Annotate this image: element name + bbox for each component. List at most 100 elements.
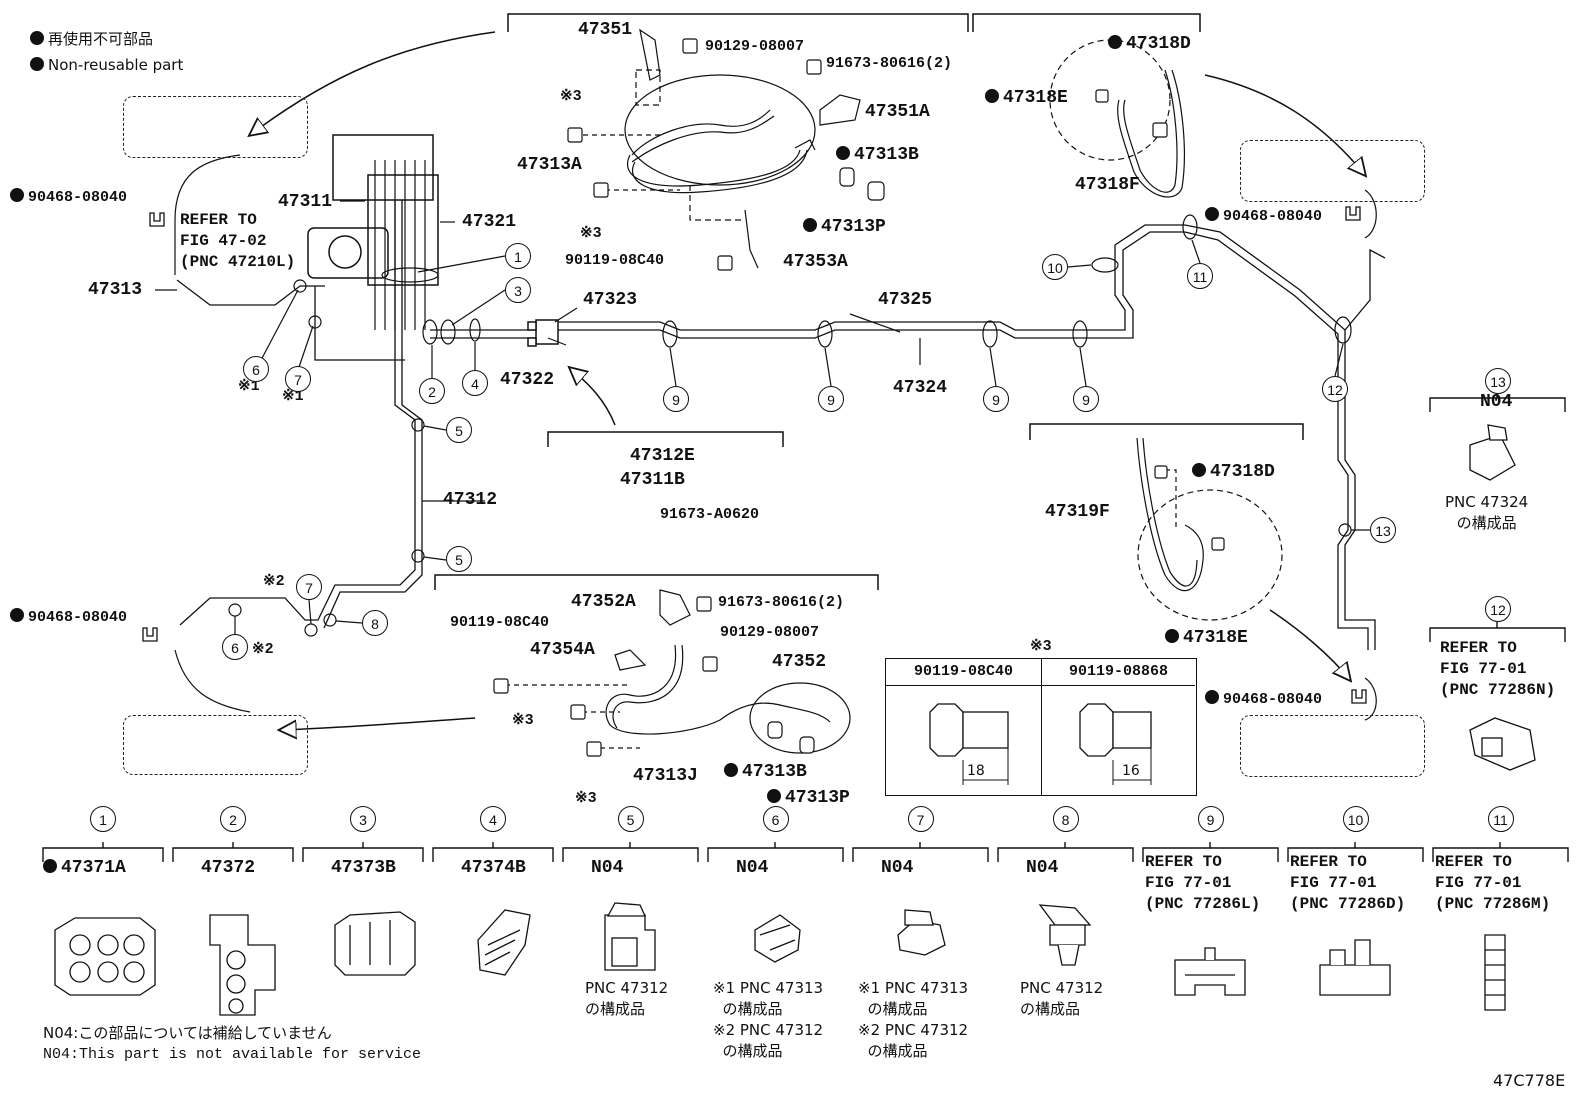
- callout-13[interactable]: 13: [1370, 517, 1396, 543]
- panel-12-ref[interactable]: REFER TO FIG 77-01 (PNC 77286N): [1440, 639, 1556, 699]
- mark-2-a: ※2: [263, 573, 285, 590]
- bottom-panel-title-10[interactable]: REFER TO FIG 77-01 (PNC 77286D): [1290, 852, 1405, 915]
- part-47312E[interactable]: 47312E: [630, 446, 695, 466]
- callout-9a[interactable]: 9: [663, 386, 689, 412]
- bottom-panel-title-1: 47371A: [43, 858, 126, 878]
- callout-6a[interactable]: 6: [243, 356, 269, 382]
- nonreusable-dot-icon: [985, 89, 999, 103]
- callout-11[interactable]: 11: [1187, 263, 1213, 289]
- bottom-panel-title-11[interactable]: REFER TO FIG 77-01 (PNC 77286M): [1435, 852, 1550, 915]
- part-47318F[interactable]: 47318F: [1075, 175, 1140, 195]
- bolt-col1-length: 18: [967, 763, 985, 779]
- nonreusable-dot-icon: [30, 57, 44, 71]
- part-47319F[interactable]: 47319F: [1045, 502, 1110, 522]
- nonreusable-dot-icon: [1205, 690, 1219, 704]
- part-47313B-bot[interactable]: 47313B: [724, 762, 807, 782]
- part-91673-A0620[interactable]: 91673-A0620: [660, 506, 760, 523]
- refer-fig-47-02[interactable]: REFER TO FIG 47-02 (PNC 47210L): [180, 211, 296, 271]
- part-90119-08C40-bot[interactable]: 90119-08C40: [450, 614, 550, 631]
- part-90119-08C40-top[interactable]: 90119-08C40: [565, 252, 665, 269]
- part-47325[interactable]: 47325: [878, 290, 933, 310]
- ref-box-top-left: [123, 96, 308, 158]
- bottom-panel-title-text-9: REFER TO FIG 77-01 (PNC 77286L): [1145, 853, 1261, 913]
- callout-9c[interactable]: 9: [983, 386, 1009, 412]
- bolt-col1-header-text: 90119-08C40: [913, 663, 1014, 680]
- part-47352A[interactable]: 47352A: [571, 592, 636, 612]
- part-47352[interactable]: 47352: [772, 652, 827, 672]
- bottom-panel-title-5: N04: [591, 858, 623, 878]
- part-47313J[interactable]: 47313J: [633, 766, 698, 786]
- part-47351[interactable]: 47351: [578, 20, 633, 40]
- part-47323[interactable]: 47323: [583, 290, 638, 310]
- callout-6b[interactable]: 6: [222, 634, 248, 660]
- bottom-panel-title-text-7: N04: [881, 858, 914, 878]
- nonreusable-dot-icon: [1108, 35, 1122, 49]
- part-90129-08007-top[interactable]: 90129-08007: [705, 38, 805, 55]
- part-47313B-top[interactable]: 47313B: [836, 145, 919, 165]
- part-47322[interactable]: 47322: [500, 370, 555, 390]
- callout-10[interactable]: 10: [1042, 254, 1068, 280]
- panel-13-number: 13: [1485, 368, 1511, 394]
- part-47324[interactable]: 47324: [893, 378, 948, 398]
- part-47313P-top[interactable]: 47313P: [803, 217, 886, 237]
- bottom-panel-title-text-1: 47371A: [61, 858, 126, 878]
- bottom-panel-number-9: 9: [1197, 806, 1224, 832]
- callout-3[interactable]: 3: [505, 277, 531, 303]
- bottom-panel-caption-5: PNC 47312 の構成品: [585, 979, 669, 1018]
- part-47312[interactable]: 47312: [443, 490, 498, 510]
- callout-9d[interactable]: 9: [1073, 386, 1099, 412]
- nonreusable-dot-icon: [724, 763, 738, 777]
- part-90468-08040-right-top[interactable]: 90468-08040: [1205, 207, 1322, 225]
- part-47313A[interactable]: 47313A: [517, 155, 582, 175]
- part-47321[interactable]: 47321: [462, 212, 517, 232]
- part-47313P-bot[interactable]: 47313P: [767, 788, 850, 808]
- bottom-panel-title-text-6: N04: [736, 858, 769, 878]
- bottom-panel-title-4: 47374B: [461, 858, 526, 878]
- part-47318E-top[interactable]: 47318E: [985, 88, 1068, 108]
- callout-8[interactable]: 8: [362, 610, 388, 636]
- part-47318D-top[interactable]: 47318D: [1108, 34, 1191, 54]
- bolt-col2-header-text: 90119-08868: [1068, 663, 1169, 680]
- bottom-panel-number-10: 10: [1342, 806, 1369, 832]
- nonreusable-dot-icon: [1165, 629, 1179, 643]
- part-90468-08040-left-top[interactable]: 90468-08040: [10, 188, 127, 206]
- callout-7b[interactable]: 7: [296, 574, 322, 600]
- bottom-panel-number-5: 5: [617, 806, 644, 832]
- part-47351A[interactable]: 47351A: [865, 102, 930, 122]
- bottom-panel-title-6: N04: [736, 858, 768, 878]
- nonreusable-dot-icon: [10, 188, 24, 202]
- part-47318E-top-text: 47318E: [1003, 88, 1068, 108]
- callout-1[interactable]: 1: [505, 243, 531, 269]
- part-47354A[interactable]: 47354A: [530, 640, 595, 660]
- callout-4[interactable]: 4: [462, 370, 488, 396]
- part-90129-08007-bot[interactable]: 90129-08007: [720, 624, 820, 641]
- part-47318E-mid[interactable]: 47318E: [1165, 628, 1248, 648]
- part-47318D-top-text: 47318D: [1126, 34, 1191, 54]
- callout-2[interactable]: 2: [419, 378, 445, 404]
- part-47313B-bot-text: 47313B: [742, 762, 807, 782]
- part-47311[interactable]: 47311: [278, 192, 333, 212]
- part-90468-08040-right-bot[interactable]: 90468-08040: [1205, 690, 1322, 708]
- part-47311B[interactable]: 47311B: [620, 470, 685, 490]
- bottom-panel-caption-6: ※1 PNC 47313 の構成品 ※2 PNC 47312 の構成品: [713, 979, 824, 1060]
- nonreusable-dot-icon: [1205, 207, 1219, 221]
- nonreusable-dot-icon: [836, 146, 850, 160]
- callout-12[interactable]: 12: [1322, 376, 1348, 402]
- callout-7a[interactable]: 7: [285, 366, 311, 392]
- part-47318D-mid[interactable]: 47318D: [1192, 462, 1275, 482]
- bottom-panel-title-9[interactable]: REFER TO FIG 77-01 (PNC 77286L): [1145, 852, 1260, 915]
- callout-5b[interactable]: 5: [446, 546, 472, 572]
- part-91673-80616-bot[interactable]: 91673-80616(2): [718, 594, 845, 611]
- part-90468-right-top-text: 90468-08040: [1223, 208, 1323, 225]
- part-47313[interactable]: 47313: [88, 280, 143, 300]
- bottom-panel-title-8: N04: [1026, 858, 1058, 878]
- callout-5a[interactable]: 5: [446, 417, 472, 443]
- legend-en: Non-reusable part: [30, 54, 183, 76]
- part-90468-08040-left-bot[interactable]: 90468-08040: [10, 608, 127, 626]
- part-47313B-top-text: 47313B: [854, 145, 919, 165]
- part-91673-80616-top[interactable]: 91673-80616(2): [826, 55, 953, 72]
- part-90468-right-bot-text: 90468-08040: [1223, 691, 1323, 708]
- part-47353A[interactable]: 47353A: [783, 252, 848, 272]
- legend-jp-text: 再使用不可部品: [48, 30, 154, 48]
- callout-9b[interactable]: 9: [818, 386, 844, 412]
